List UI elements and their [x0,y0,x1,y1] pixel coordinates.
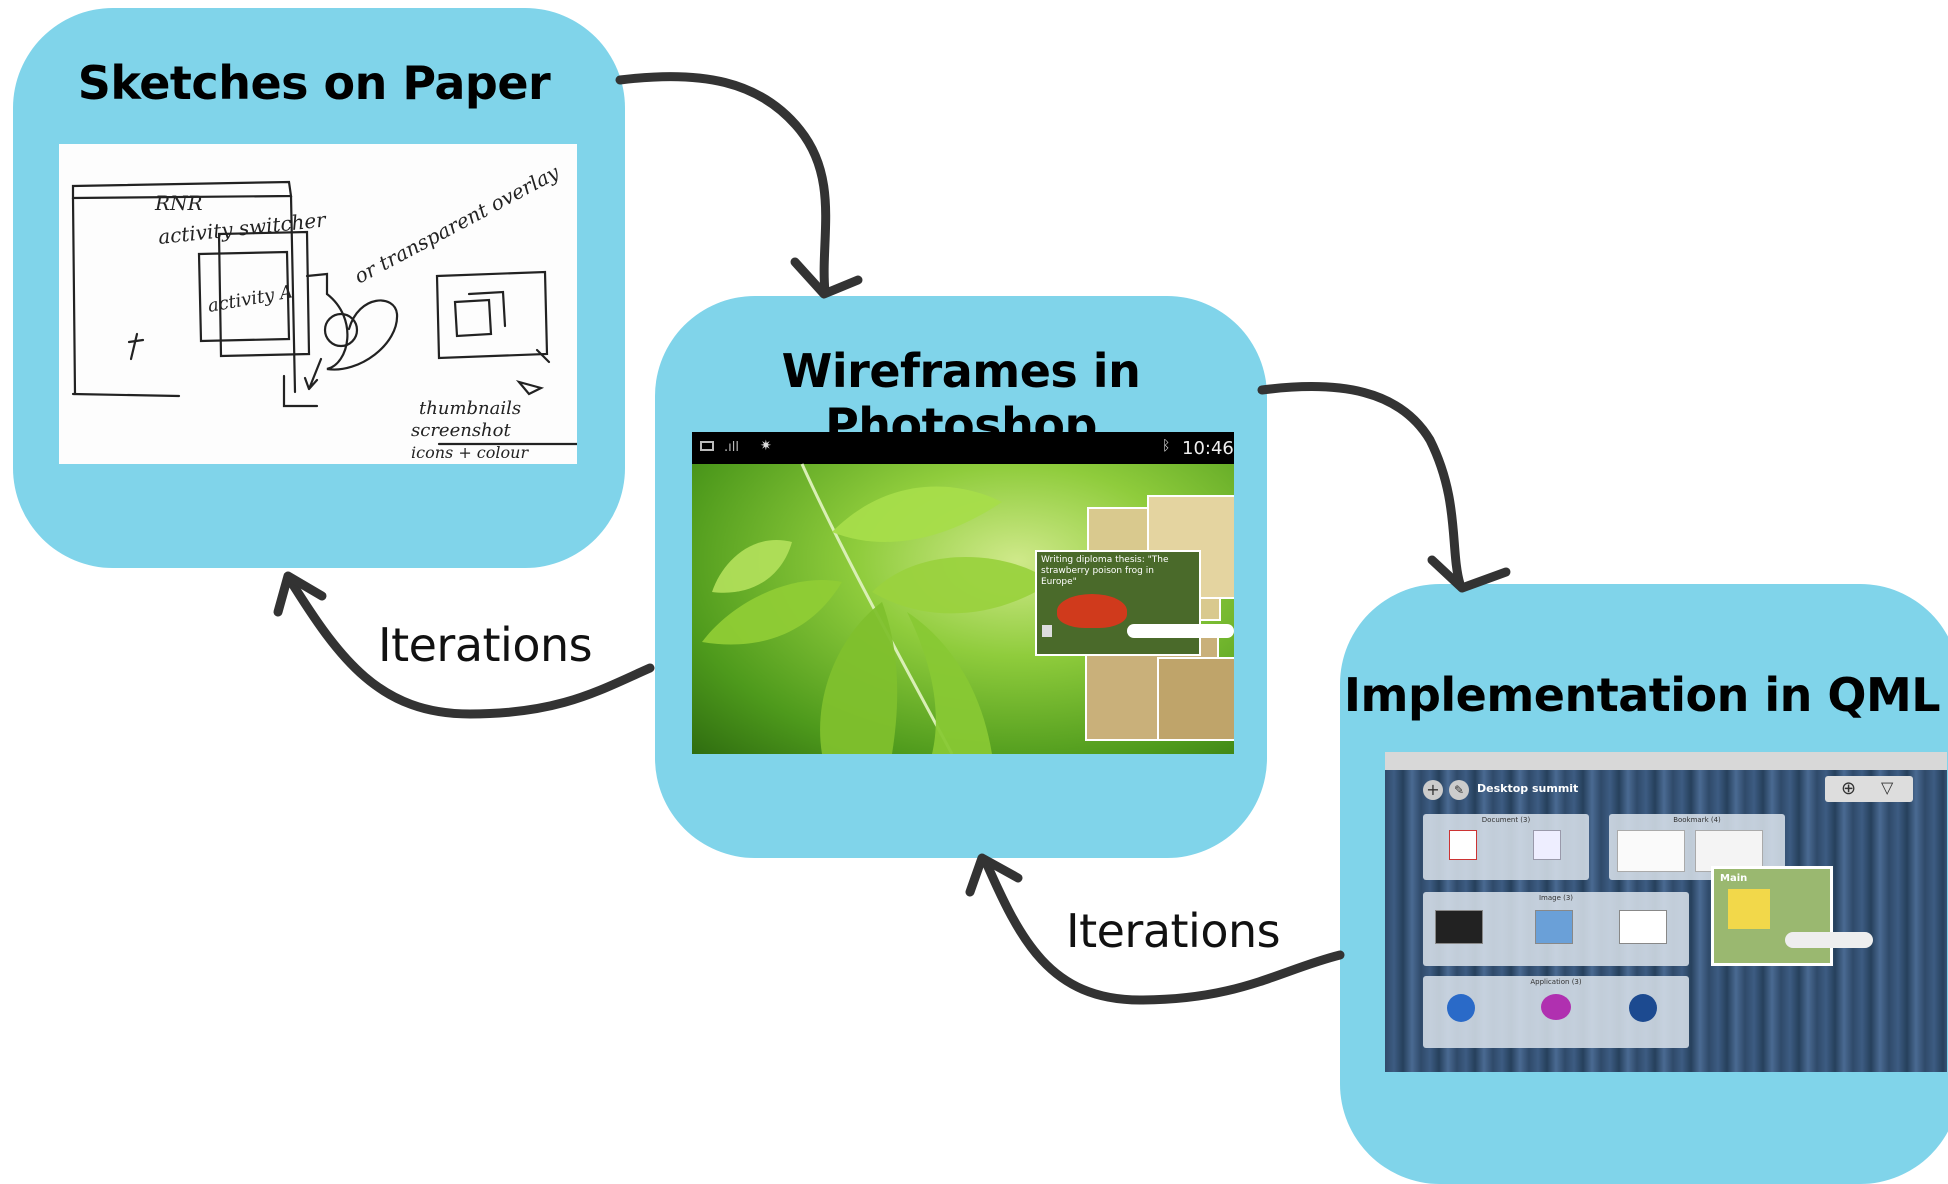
signal-icon: .ıll [724,440,739,455]
bookmark-group[interactable]: Bookmark (4) [1609,814,1785,880]
leaf-wallpaper [702,463,1052,754]
image-group-label: Image (3) [1538,894,1574,902]
bookmark-thumb-1 [1617,830,1685,872]
note-widget [1728,889,1770,929]
brightness-icon: ✷ [760,438,772,454]
eye-app-icon [1541,994,1571,1020]
main-activity-label: Main [1720,873,1748,884]
arrow-sketch-to-wireframe [615,72,831,297]
application-group-label: Application (3) [1530,978,1582,986]
iterations-label-bottom: Iterations [1066,904,1281,958]
sketch-note-icons: icons + colour [411,443,529,462]
add-icon[interactable]: ⊕ [1841,778,1857,799]
image-thumb-3 [1619,910,1667,944]
image-group[interactable]: Image (3) [1423,892,1689,966]
desktop-toolbar: + ✎ Desktop summit ⊕ ▽ [1385,770,1947,810]
activity-name: Desktop summit [1477,782,1579,795]
implementation-stage-title: Implementation in QML [1343,668,1941,722]
arrow-wireframe-to-sketch [285,575,655,719]
arrowhead-implementation-to-wireframe [965,853,1023,897]
arrowhead-sketch-to-wireframe [790,257,863,299]
workflow-diagram: Sketches on Paper [13,8,1948,1184]
filter-icon[interactable]: ▽ [1881,778,1894,797]
arrow-wireframe-to-implementation [1257,382,1465,589]
activate-pill[interactable] [1785,932,1873,948]
activity-card-text: Writing diploma thesis: "The strawberry … [1041,555,1169,587]
desktop-top-bar [1385,752,1947,770]
sketch-drawing: RNR activity switcher or transparent ove… [71,160,577,462]
image-thumb-1 [1435,910,1483,944]
image-thumb-2 [1535,910,1573,944]
delete-icon[interactable] [1042,625,1052,637]
activity-action-pill[interactable] [1127,624,1234,638]
sketch-note-thumbnails: thumbnails [419,398,521,419]
activity-card-front[interactable]: Writing diploma thesis: "The strawberry … [1035,550,1201,656]
wrench-icon[interactable]: ✎ [1449,780,1469,800]
battery-icon [700,441,714,451]
clock-text: 10:46 [1182,438,1234,459]
add-activity-icon[interactable]: + [1423,780,1443,800]
globe-app-icon [1447,994,1475,1022]
sketch-header-text: RNR [154,191,203,215]
sketch-note-screenshot: screenshot [411,420,511,441]
implementation-stage-box: Implementation in QML + ✎ Desktop summit… [1340,584,1948,1184]
paper-sketch-image: RNR activity switcher or transparent ove… [59,144,577,464]
sketches-stage-box: Sketches on Paper [13,8,625,568]
arrow-implementation-to-wireframe [980,855,1345,1005]
main-activity-card[interactable]: Main [1711,866,1833,966]
bookmark-group-label: Bookmark (4) [1673,816,1721,824]
wireframes-stage-box: Wireframes in Photoshop .ıll ✷ ᛒ 10:46 [655,296,1267,858]
bookmark-thumb-2 [1695,830,1763,872]
arrowhead-wireframe-to-sketch [273,571,327,617]
phone-wireframe-image: .ıll ✷ ᛒ 10:46 Writing dipl [692,432,1234,754]
bluetooth-icon: ᛒ [1162,438,1171,454]
toolbar-right-buttons: ⊕ ▽ [1825,776,1913,802]
pdf-icon [1449,830,1477,860]
document-group[interactable]: Document (3) [1423,814,1589,880]
iterations-label-top: Iterations [378,618,593,672]
application-group[interactable]: Application (3) [1423,976,1689,1048]
arrowhead-wireframe-to-implementation [1427,555,1511,593]
bird-app-icon [1629,994,1657,1022]
qml-desktop-image: + ✎ Desktop summit ⊕ ▽ Document (3) Book… [1385,752,1947,1072]
document-icon [1533,830,1561,860]
sketches-stage-title: Sketches on Paper [77,56,551,110]
document-group-label: Document (3) [1481,816,1531,824]
flow-arrows [273,72,1511,1005]
frog-image [1057,594,1127,628]
phone-status-bar: .ıll ✷ ᛒ 10:46 [692,432,1234,464]
